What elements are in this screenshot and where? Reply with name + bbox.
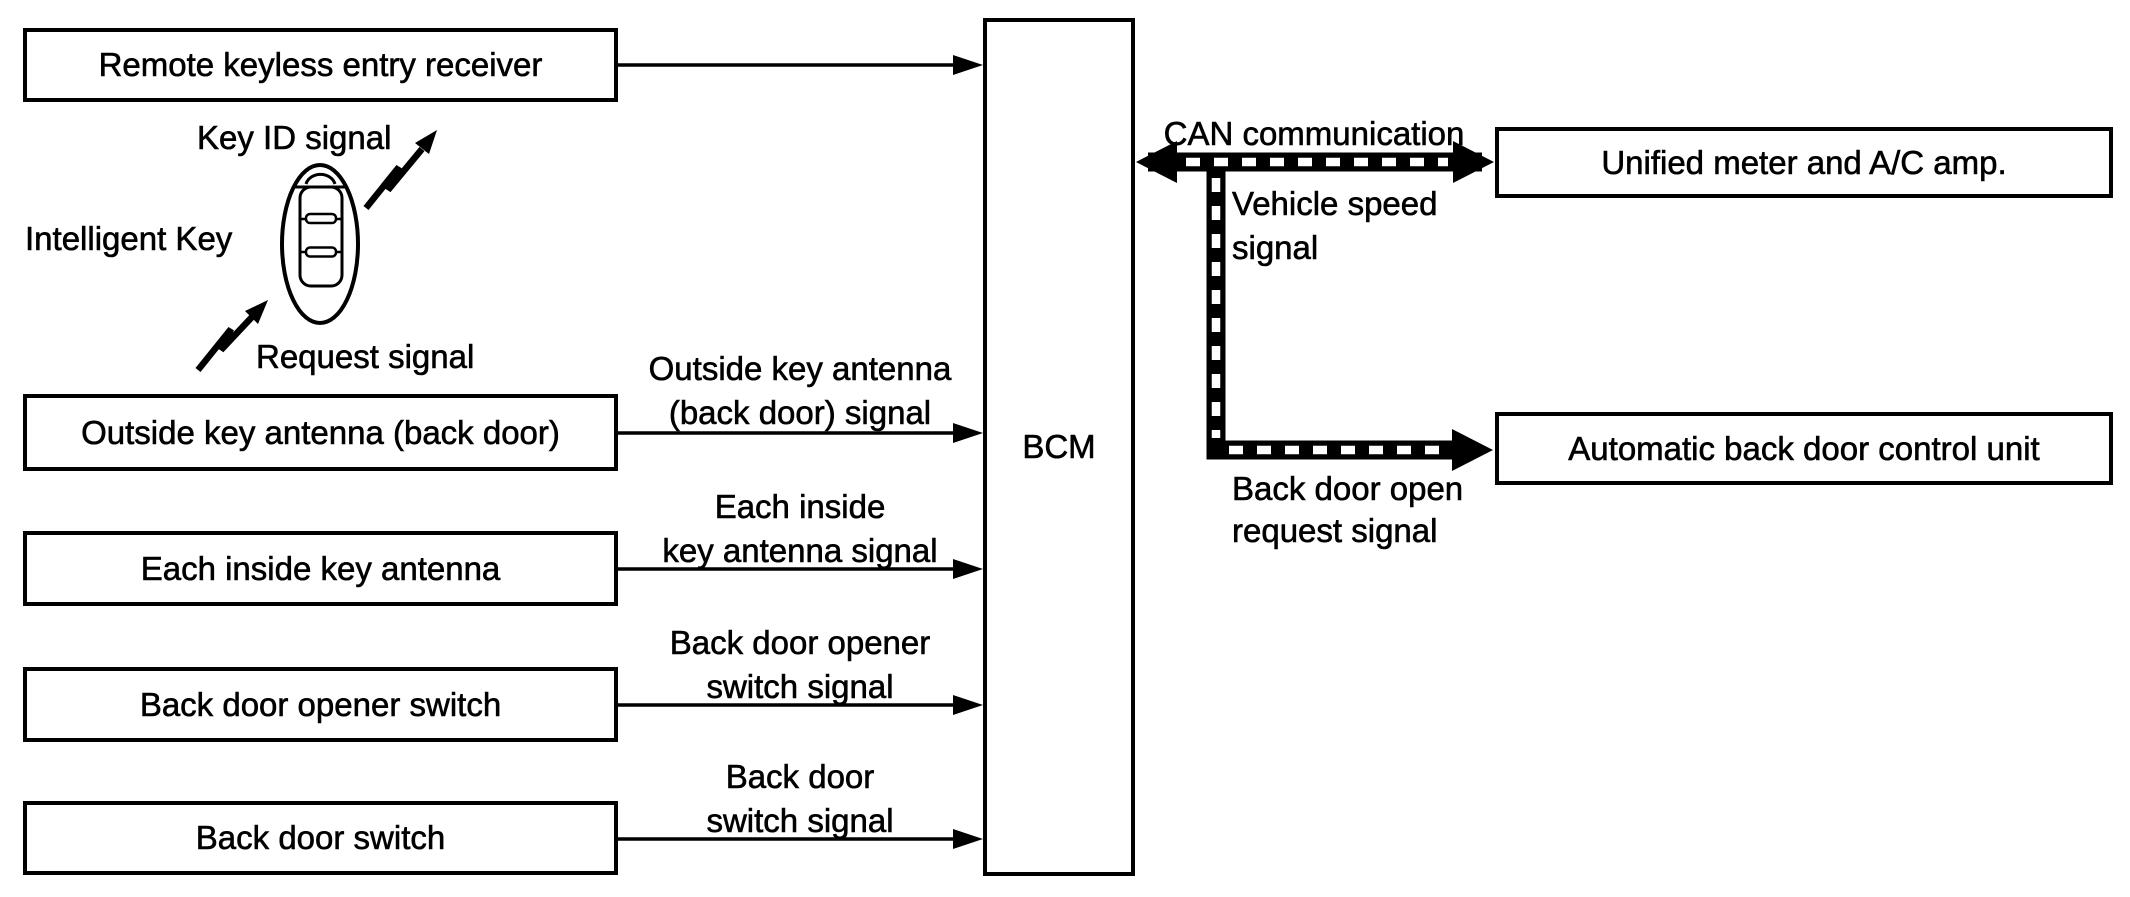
label-line: (back door) signal (668, 394, 932, 432)
label-line: Back door opener (669, 624, 931, 662)
box-label: Back door opener switch (139, 685, 502, 723)
label-line: Back door (725, 758, 875, 796)
arrow-remote-keyless-to-bcm (618, 55, 983, 75)
box-automatic-back-door-control-unit: Automatic back door control unit (1495, 412, 2113, 485)
label-line: Outside key antenna (648, 350, 952, 388)
label-back-door-open-request-signal: Back door open request signal (1232, 468, 1464, 552)
box-back-door-switch: Back door switch (23, 801, 618, 875)
box-unified-meter-ac-amp: Unified meter and A/C amp. (1495, 127, 2113, 198)
box-outside-key-antenna: Outside key antenna (back door) (23, 394, 618, 471)
box-label: BCM (1022, 428, 1096, 466)
box-each-inside-key-antenna: Each inside key antenna (23, 531, 618, 606)
box-back-door-opener-switch: Back door opener switch (23, 667, 618, 742)
key-id-signal-bolt-icon (363, 130, 437, 211)
label-each-inside-key-antenna-signal: Each inside key antenna signal (662, 485, 938, 573)
arrow-back-door-opener-to-bcm (618, 695, 983, 715)
box-label: Outside key antenna (back door) (81, 413, 560, 451)
label-back-door-switch-signal: Back door switch signal (706, 755, 894, 843)
arrow-inside-key-antenna-to-bcm (618, 559, 983, 579)
request-signal-bolt-icon (195, 300, 268, 373)
label-line: Each inside (714, 488, 886, 526)
label-outside-key-antenna-signal: Outside key antenna (back door) signal (648, 347, 952, 435)
label-line: Intelligent Key (25, 220, 233, 258)
label-can-communication: CAN communication (1163, 112, 1465, 156)
label-line: Key ID signal (197, 119, 392, 157)
box-remote-keyless-entry-receiver: Remote keyless entry receiver (23, 28, 618, 102)
label-intelligent-key: Intelligent Key (25, 217, 233, 261)
box-label: Automatic back door control unit (1568, 429, 2040, 467)
arrow-outside-key-antenna-to-bcm (618, 423, 983, 443)
label-line: Request signal (256, 338, 475, 376)
box-label: Each inside key antenna (140, 549, 501, 587)
label-request-signal: Request signal (256, 335, 475, 379)
can-bus-arrow (1136, 141, 1494, 183)
box-label: Unified meter and A/C amp. (1601, 143, 2007, 181)
label-line: signal (1232, 229, 1319, 267)
label-key-id-signal: Key ID signal (197, 116, 392, 160)
label-line: CAN communication (1163, 115, 1465, 153)
label-line: switch signal (706, 802, 894, 840)
box-bcm: BCM (983, 18, 1135, 876)
label-line: request signal (1232, 512, 1438, 550)
arrow-back-door-switch-to-bcm (618, 829, 983, 849)
box-label: Remote keyless entry receiver (98, 46, 543, 84)
label-line: Vehicle speed (1232, 185, 1438, 223)
label-line: switch signal (706, 668, 894, 706)
label-back-door-opener-switch-signal: Back door opener switch signal (669, 621, 931, 709)
label-vehicle-speed-signal: Vehicle speed signal (1232, 182, 1438, 270)
label-line: Back door open (1232, 470, 1464, 508)
can-branch-arrow (1206, 171, 1493, 471)
key-fob-icon (280, 163, 360, 325)
box-label: Back door switch (195, 819, 446, 857)
label-line: key antenna signal (662, 532, 938, 570)
